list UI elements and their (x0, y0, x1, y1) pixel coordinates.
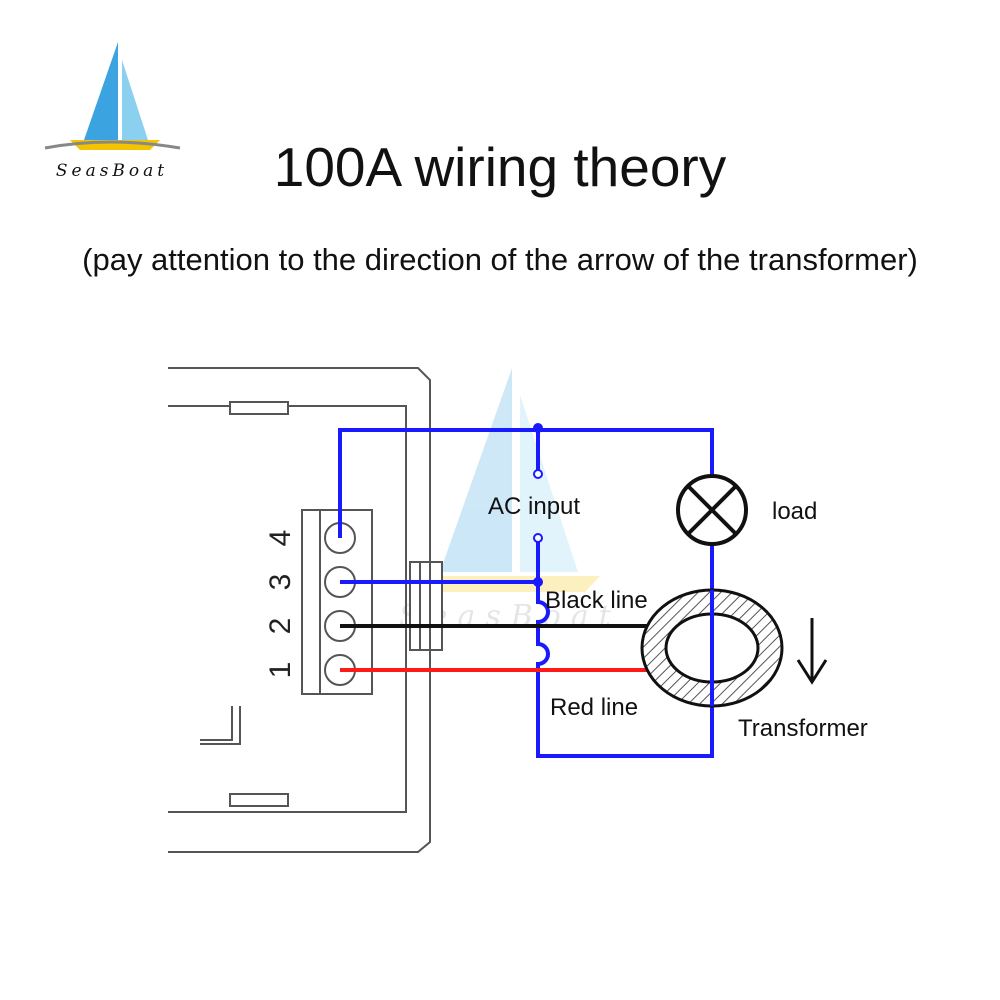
terminal-block (301, 509, 373, 695)
junction-dot-mid (533, 577, 543, 587)
logo-brand-text: SeasBoat (56, 161, 168, 181)
lamp-load-icon (676, 474, 748, 546)
terminal-number-2: 2 (264, 618, 297, 635)
ac-input-terminal-bottom (533, 533, 543, 543)
terminal-number-4: 4 (264, 530, 297, 547)
ac-input-terminal-top (533, 469, 543, 479)
sailboat-logo-icon: SeasBoat (44, 42, 181, 181)
transformer-label: Transformer (738, 715, 868, 742)
load-label: load (772, 498, 817, 525)
page-subtitle: (pay attention to the direction of the a… (82, 242, 918, 277)
black-line-label: Black line (545, 587, 648, 614)
current-transformer-icon (640, 588, 784, 708)
junction-dot-top (533, 423, 543, 433)
page-title: 100A wiring theory (273, 136, 727, 198)
red-line-label: Red line (550, 694, 638, 721)
ac-input-label: AC input (488, 493, 580, 520)
meter-housing (168, 367, 431, 853)
arrow-down-icon (796, 618, 828, 685)
terminal-number-1: 1 (264, 662, 297, 679)
terminal-number-3: 3 (264, 574, 297, 591)
side-connector (409, 561, 443, 651)
